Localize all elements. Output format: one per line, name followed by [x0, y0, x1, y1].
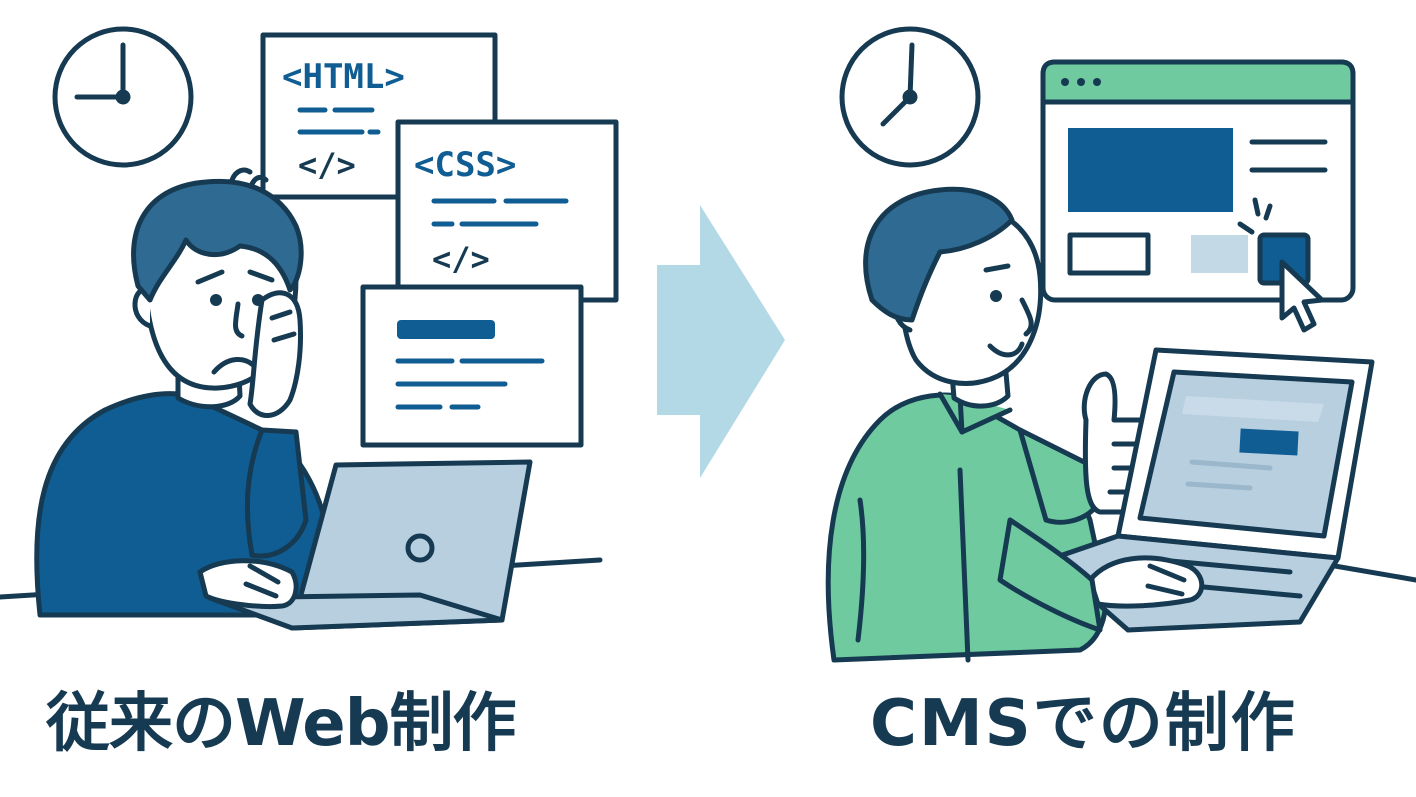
content-window: [360, 284, 584, 448]
html-window-title: <HTML>: [282, 57, 405, 97]
cursor-icon: [1279, 259, 1325, 333]
clock-icon: [52, 26, 194, 168]
css-code-window: <CSS> </>: [395, 119, 619, 303]
arrow-right-icon: [657, 205, 785, 478]
cms-production-caption: CMSでの制作: [870, 687, 1297, 761]
html-window-tag: </>: [298, 146, 356, 184]
traditional-web-production-caption: 従来のWeb制作: [46, 687, 517, 761]
cms-browser-window: [1040, 59, 1356, 303]
worried-man: [34, 167, 533, 631]
happy-man: [825, 186, 1375, 663]
right-scene: [825, 26, 1416, 663]
css-window-tag: </>: [432, 240, 490, 278]
html-code-window: <HTML> </>: [260, 32, 498, 200]
css-window-title: <CSS>: [414, 145, 516, 185]
left-scene: <HTML> </> <CSS> </>: [0, 26, 619, 631]
clock-icon: [839, 26, 981, 168]
